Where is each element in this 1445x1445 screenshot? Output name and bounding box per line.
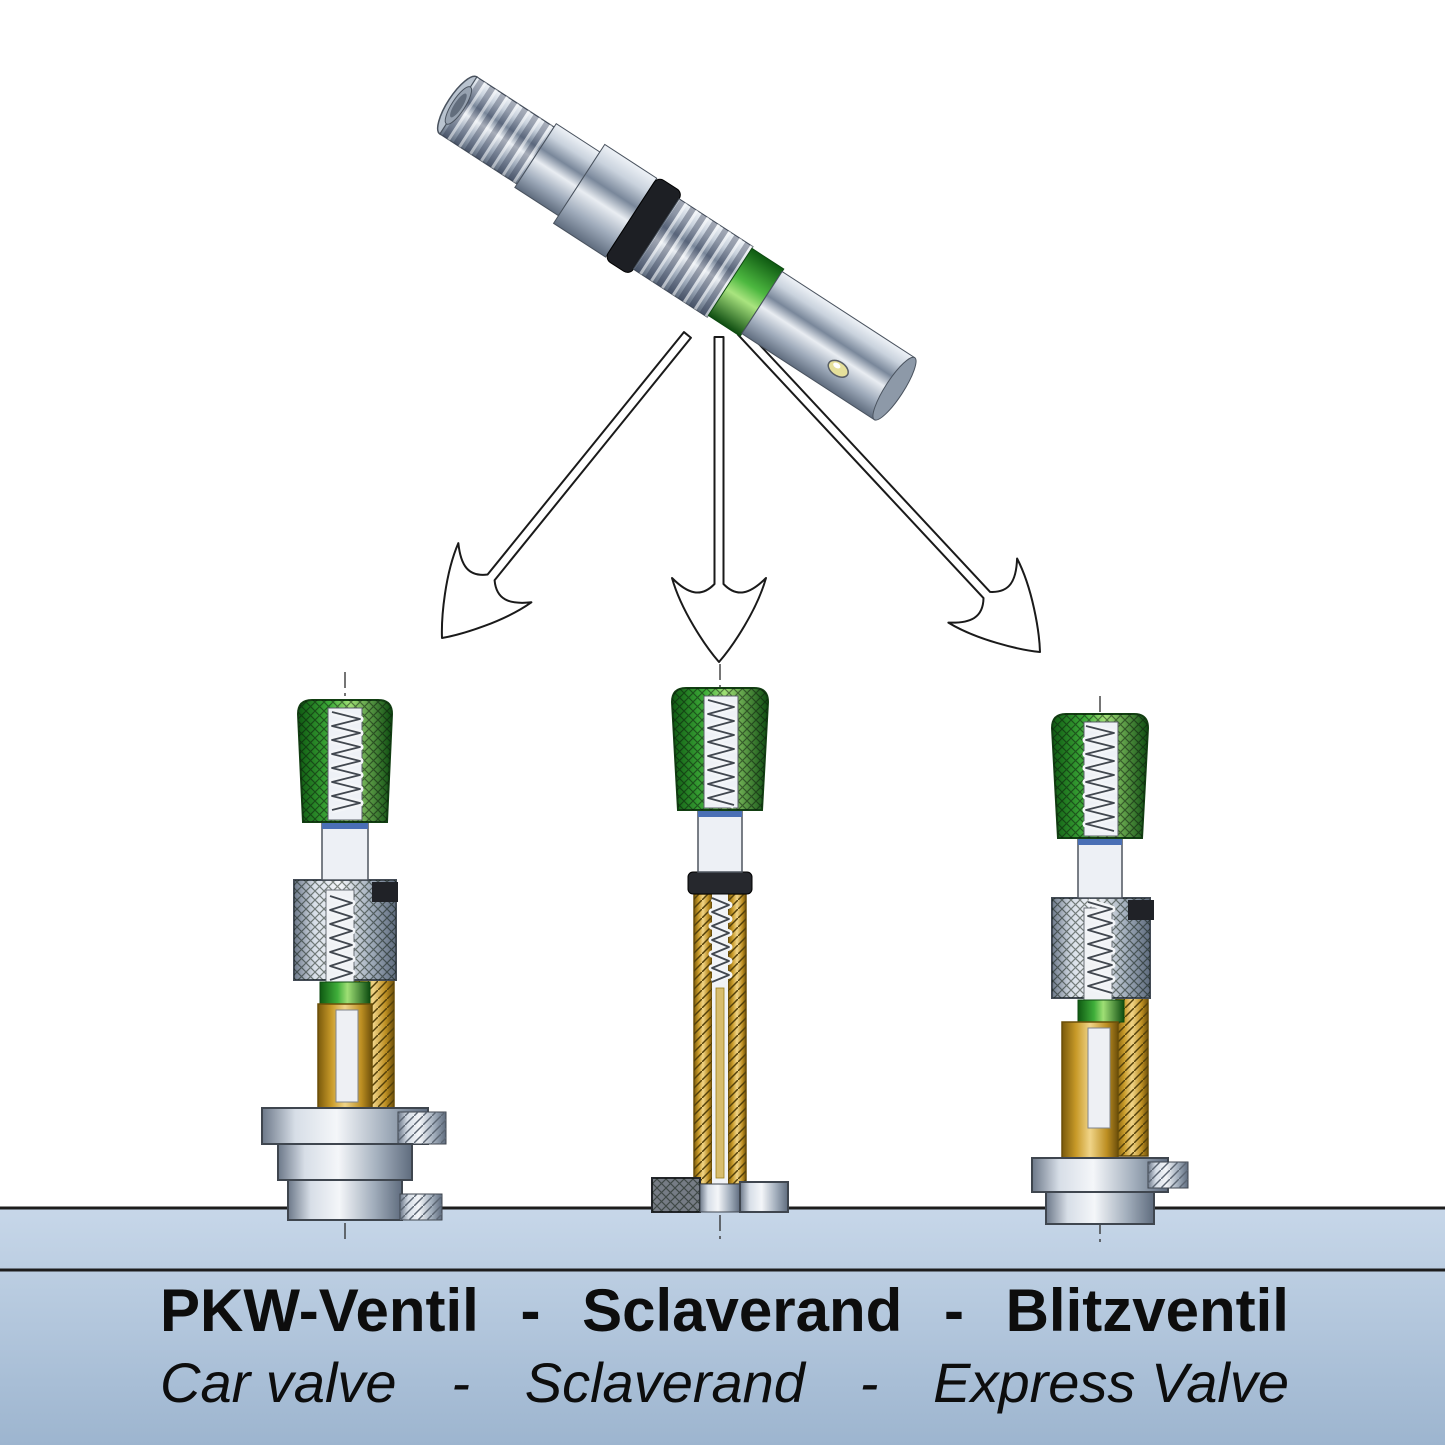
caption-separator: -	[859, 1351, 879, 1414]
express-base	[1045, 1191, 1155, 1225]
floor-band	[0, 1206, 1445, 1445]
car-valve-base	[287, 1179, 403, 1221]
adapter-bore-hole	[450, 93, 467, 118]
valve-express-section	[1031, 696, 1189, 1242]
express-seal-ring	[1128, 900, 1154, 920]
caption-german: PKW-Ventil - Sclaverand - Blitzventil	[160, 1276, 1289, 1345]
sclaverand-stem	[697, 809, 743, 873]
adapter-end-face	[872, 356, 917, 421]
caption-separator: -	[520, 1277, 541, 1344]
label-sclaverand-de: Sclaverand	[582, 1277, 903, 1344]
arrow-to-sclaverand-valve	[671, 336, 767, 663]
caption-separator: -	[451, 1351, 470, 1414]
valve-sclaverand-section	[651, 664, 789, 1242]
caption-english: Car valve - Sclaverand - Express Valve	[160, 1350, 1289, 1415]
express-green-band	[1077, 999, 1125, 1023]
car-valve-green-band	[319, 981, 371, 1005]
label-express-valve: Express Valve	[933, 1351, 1289, 1414]
car-valve-seal-ring	[372, 882, 398, 902]
caption-separator: -	[943, 1277, 964, 1344]
label-sclaverand-en: Sclaverand	[524, 1351, 805, 1414]
arrow-to-express-valve	[736, 327, 1041, 653]
valve-car-section	[261, 672, 447, 1242]
label-car-valve: Car valve	[160, 1351, 397, 1414]
adapter-illustration	[436, 75, 917, 421]
car-valve-stem	[321, 821, 369, 881]
sclaverand-seal-ring	[687, 871, 753, 895]
sclaverand-base-plate	[739, 1181, 789, 1213]
express-stem	[1077, 837, 1123, 899]
arrow-to-car-valve	[440, 331, 692, 639]
label-pkw-ventil: PKW-Ventil	[160, 1277, 479, 1344]
label-blitzventil: Blitzventil	[1005, 1277, 1289, 1344]
